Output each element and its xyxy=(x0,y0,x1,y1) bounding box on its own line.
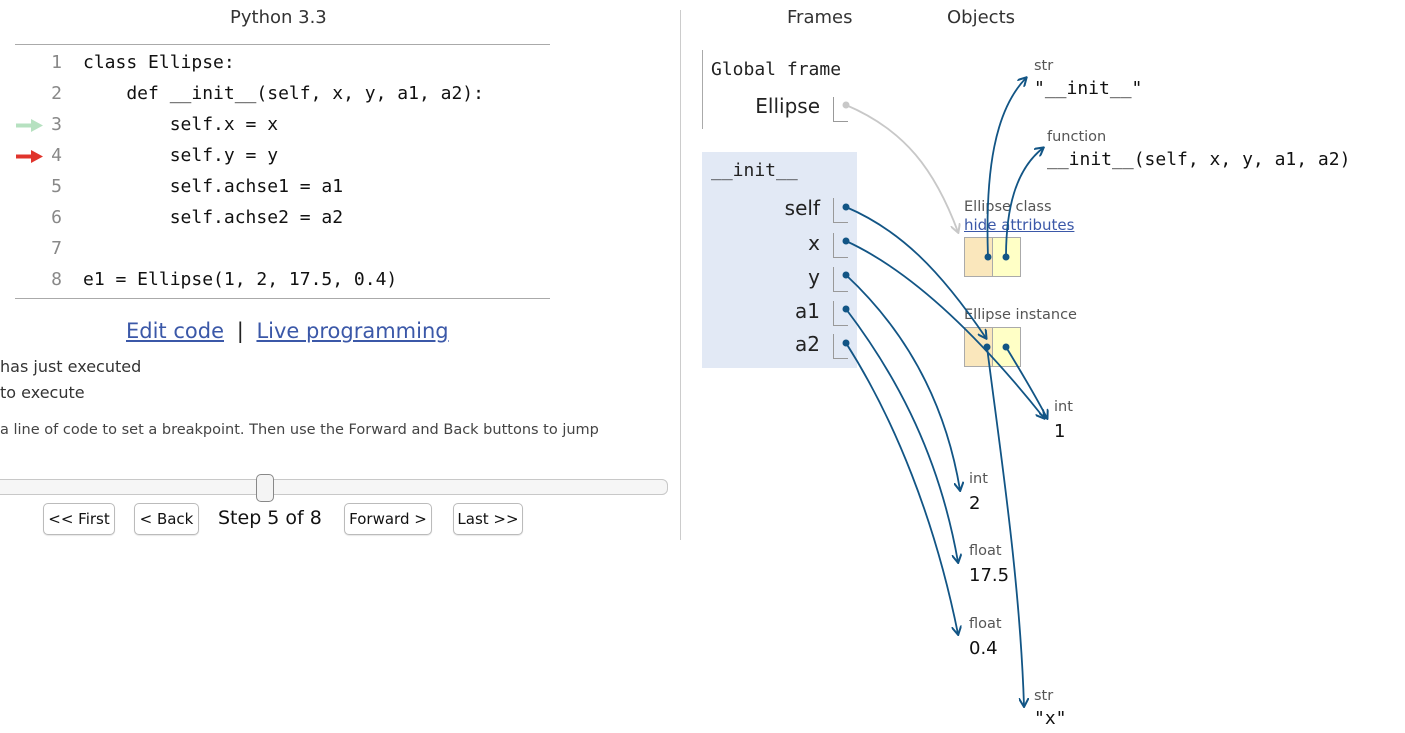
instance-key-pointer-origin-dot xyxy=(983,343,991,351)
var-x: x xyxy=(808,231,820,255)
line-number: 6 xyxy=(51,207,62,228)
str-x-type: str xyxy=(1034,688,1054,704)
class-value-pointer-origin-dot xyxy=(1002,253,1010,261)
last-button[interactable]: Last >> xyxy=(453,503,523,535)
frames-header: Frames xyxy=(787,7,853,28)
code-text: def __init__(self, x, y, a1, a2): xyxy=(83,83,484,104)
code-text: class Ellipse: xyxy=(83,52,235,73)
var-y: y xyxy=(808,265,820,289)
int-1-value: 1 xyxy=(1054,421,1066,442)
line-number: 5 xyxy=(51,176,62,197)
class-key-pointer-origin-dot xyxy=(984,253,992,261)
var-a2: a2 xyxy=(795,332,820,356)
global-frame-title: Global frame xyxy=(711,59,842,80)
int-1-type: int xyxy=(1054,399,1073,415)
code-text: e1 = Ellipse(1, 2, 17.5, 0.4) xyxy=(83,269,398,290)
line-number: 4 xyxy=(51,145,62,166)
step-slider-track[interactable] xyxy=(0,479,668,495)
function-signature: __init__(self, x, y, a1, a2) xyxy=(1047,149,1351,170)
ellipse-class-type: Ellipse class xyxy=(964,199,1052,215)
line-number: 7 xyxy=(51,238,62,259)
breakpoint-hint: a line of code to set a breakpoint. Then… xyxy=(0,422,599,438)
int-2-value: 2 xyxy=(969,493,981,514)
legend-next: to execute xyxy=(0,383,85,402)
var-self-slot xyxy=(833,198,848,223)
code-line[interactable]: 4 self.y = y xyxy=(15,141,550,172)
a1-pointer xyxy=(845,308,958,562)
self-pointer-origin-dot xyxy=(842,203,850,211)
line-number: 3 xyxy=(51,114,62,135)
code-bottom-rule xyxy=(15,298,550,299)
first-button[interactable]: << First xyxy=(43,503,115,535)
y-pointer-origin-dot xyxy=(842,271,850,279)
code-text: self.x = x xyxy=(83,114,279,135)
ellipse-pointer-origin-dot xyxy=(842,101,850,109)
objects-header: Objects xyxy=(947,7,1016,28)
var-ellipse: Ellipse xyxy=(755,94,820,118)
code-line[interactable]: 5 self.achse1 = a1 xyxy=(15,172,550,203)
hide-attributes-link[interactable]: hide attributes xyxy=(964,216,1075,234)
legend-just-executed: has just executed xyxy=(0,357,142,376)
int-2-type: int xyxy=(969,471,988,487)
function-type: function xyxy=(1047,129,1107,145)
pane-divider xyxy=(680,10,681,540)
next-line-arrow-icon xyxy=(16,150,43,163)
code-text: self.achse2 = a2 xyxy=(83,207,344,228)
code-line[interactable]: 7 xyxy=(15,234,550,265)
executed-line-arrow-icon xyxy=(16,119,43,132)
ellipse-pointer xyxy=(845,104,958,232)
edit-links: Edit code | Live programming xyxy=(126,319,449,343)
code-line[interactable]: 8 e1 = Ellipse(1, 2, 17.5, 0.4) xyxy=(15,265,550,296)
step-counter: Step 5 of 8 xyxy=(218,507,322,529)
instance-value-pointer-origin-dot xyxy=(1002,343,1010,351)
edit-code-link[interactable]: Edit code xyxy=(126,319,224,343)
var-a1: a1 xyxy=(795,299,820,323)
self-pointer xyxy=(845,206,986,338)
code-line[interactable]: 6 self.achse2 = a2 xyxy=(15,203,550,234)
code-line[interactable]: 3 self.x = x xyxy=(15,110,550,141)
ellipse-instance-type: Ellipse instance xyxy=(964,307,1077,323)
str-x-value: "x" xyxy=(1034,708,1067,729)
instance-value-pointer xyxy=(1005,346,1047,418)
a1-pointer-origin-dot xyxy=(842,305,850,313)
float-175-type: float xyxy=(969,543,1002,559)
line-number: 1 xyxy=(51,52,62,73)
line-number: 2 xyxy=(51,83,62,104)
step-slider-handle[interactable] xyxy=(256,474,275,502)
forward-button[interactable]: Forward > xyxy=(344,503,432,535)
float-04-value: 0.4 xyxy=(969,638,998,659)
float-175-value: 17.5 xyxy=(969,565,1010,586)
global-frame xyxy=(702,50,855,129)
code-text: self.achse1 = a1 xyxy=(83,176,344,197)
class-value-pointer xyxy=(1005,148,1043,258)
language-title: Python 3.3 xyxy=(230,7,327,28)
code-top-rule xyxy=(15,44,550,45)
code-text: self.y = y xyxy=(83,145,279,166)
link-separator: | xyxy=(236,319,244,343)
var-y-slot xyxy=(833,267,848,292)
str-init-type: str xyxy=(1034,58,1054,74)
var-ellipse-slot xyxy=(833,97,848,122)
init-frame-title: __init__ xyxy=(711,160,798,181)
instance-key-pointer xyxy=(986,346,1024,706)
x-pointer xyxy=(845,240,1044,418)
a2-pointer xyxy=(845,342,958,634)
float-04-type: float xyxy=(969,616,1002,632)
var-x-slot xyxy=(833,233,848,258)
var-self: self xyxy=(784,196,820,220)
str-init-value: "__init__" xyxy=(1034,78,1143,99)
var-a2-slot xyxy=(833,334,848,359)
code-line[interactable]: 2 def __init__(self, x, y, a1, a2): xyxy=(15,79,550,110)
y-pointer xyxy=(845,274,960,490)
class-key-pointer xyxy=(986,78,1026,258)
back-button[interactable]: < Back xyxy=(134,503,199,535)
line-number: 8 xyxy=(51,269,62,290)
var-a1-slot xyxy=(833,301,848,326)
live-programming-link[interactable]: Live programming xyxy=(256,319,449,343)
code-line[interactable]: 1 class Ellipse: xyxy=(15,48,550,79)
init-frame xyxy=(702,152,857,368)
x-pointer-origin-dot xyxy=(842,237,850,245)
a2-pointer-origin-dot xyxy=(842,339,850,347)
